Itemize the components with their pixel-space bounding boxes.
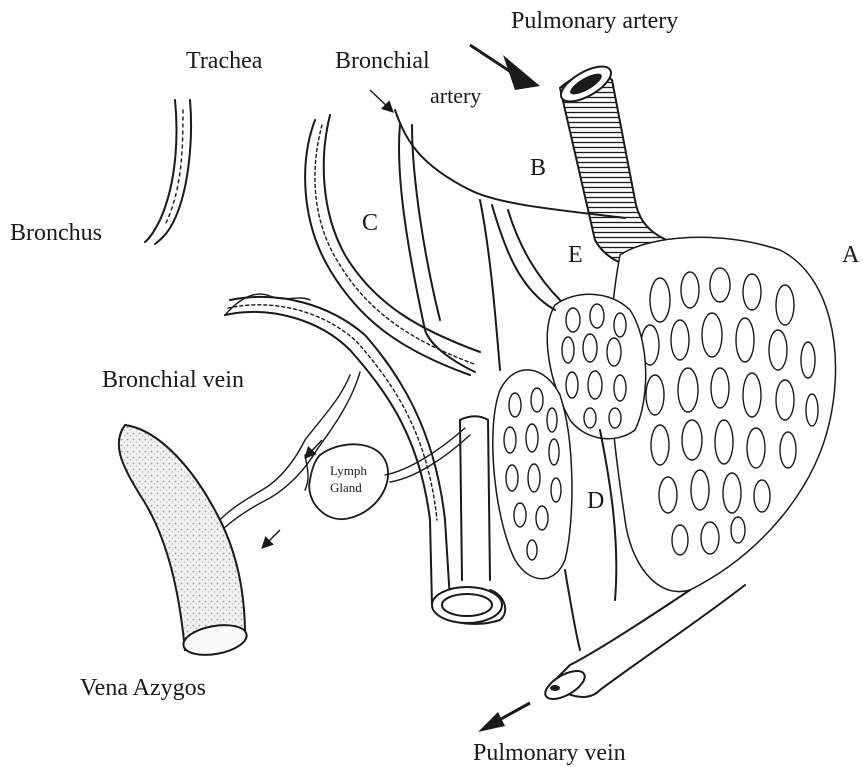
label-c: C	[362, 210, 378, 236]
label-pulmonary-vein: Pulmonary vein	[473, 740, 626, 766]
label-artery: artery	[430, 83, 481, 108]
label-d: D	[587, 488, 604, 514]
bronchus-segment	[145, 100, 191, 244]
label-e: E	[568, 242, 583, 268]
label-pulmonary-artery: Pulmonary artery	[511, 8, 678, 34]
label-trachea: Trachea	[186, 48, 263, 74]
vena-azygos	[119, 425, 249, 659]
label-bronchus: Bronchus	[10, 220, 102, 246]
capillary-network-d	[493, 370, 572, 579]
label-vena-azygos: Vena Azygos	[80, 675, 206, 701]
capillary-network-a	[610, 237, 835, 591]
label-bronchial: Bronchial	[335, 48, 430, 74]
bronchial-artery-arrow	[370, 90, 393, 112]
pulmonary-vein-arrow	[478, 703, 530, 732]
label-b: B	[530, 155, 546, 181]
label-lymph: Lymph	[330, 463, 367, 478]
airway-c	[305, 115, 480, 375]
label-a: A	[842, 242, 860, 268]
label-bronchial-vein: Bronchial vein	[102, 367, 244, 393]
label-gland: Gland	[330, 480, 362, 495]
